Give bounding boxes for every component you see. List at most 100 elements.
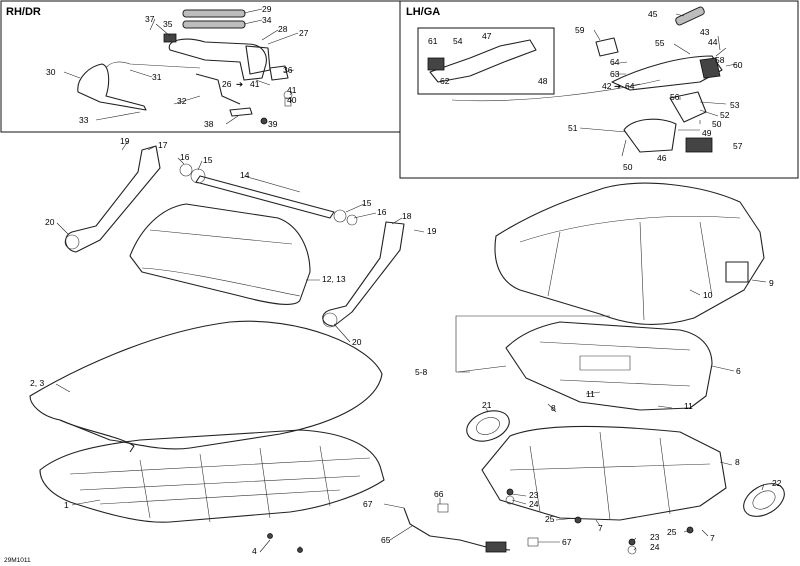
label-66: 66 (434, 489, 444, 499)
label-12-13: 12, 13 (322, 274, 346, 284)
label-55: 55 (655, 38, 665, 48)
part-65-connector (485, 541, 507, 553)
part-9-handle (725, 261, 749, 283)
part-12-backrest (129, 203, 311, 305)
label-25a: 25 (545, 514, 555, 524)
part-39-nut (260, 117, 268, 125)
label-29: 29 (262, 4, 272, 14)
label-36: 36 (283, 65, 293, 75)
part-31-cable (105, 61, 201, 69)
label-23b: 23 (529, 490, 539, 500)
label-49: 49 (702, 128, 712, 138)
part-36-bracket (269, 65, 289, 81)
label-16a: 16 (180, 152, 190, 162)
label-14: 14 (240, 170, 250, 180)
label-64b: 64 (625, 81, 635, 91)
label-67a: 67 (363, 499, 373, 509)
label-18: 18 (402, 211, 412, 221)
part-22-speaker-cone (752, 490, 776, 510)
part-23-nut (506, 488, 514, 496)
label-7a: 7 (598, 523, 603, 533)
label-38: 38 (204, 119, 214, 129)
label-60: 60 (733, 60, 743, 70)
label-64: 64 (610, 57, 620, 67)
part-40-bolt (284, 97, 292, 107)
label-63: 63 (610, 69, 620, 79)
label-41b: 41 (287, 85, 297, 95)
part-21-speaker-cone (476, 417, 500, 435)
label-50b: 50 (623, 162, 633, 172)
part-6-frame (505, 321, 713, 411)
part-34-tube (182, 20, 246, 29)
label-50a: 50 (712, 119, 722, 129)
part-9-rear-seat (494, 182, 765, 325)
part-12-seams (141, 229, 301, 297)
label-15b: 15 (362, 198, 372, 208)
part-1-seat-base (39, 429, 385, 523)
part-47-handle (429, 39, 537, 83)
label-6: 6 (736, 366, 741, 376)
label-32: 32 (177, 96, 187, 106)
label-41a: 41 (250, 79, 260, 89)
label-7b: 7 (710, 533, 715, 543)
label-43: 43 (700, 27, 710, 37)
part-32-rod (195, 73, 241, 105)
part-61-block (427, 57, 445, 71)
label-35: 35 (163, 19, 173, 29)
group-5-8-bracket (455, 315, 610, 373)
label-57: 57 (733, 141, 743, 151)
part-2-cover-flap (59, 419, 135, 453)
label-16b: 16 (377, 207, 387, 217)
part-17-hole (64, 234, 80, 250)
part-18-bracket (322, 221, 405, 327)
arrow-42: ➔ (614, 81, 622, 91)
part-6-frame-detail (539, 341, 691, 387)
label-4: 4 (252, 546, 257, 556)
part-18-hole (322, 312, 338, 328)
part-66-clip (437, 503, 449, 513)
part-16-bushing (179, 163, 193, 177)
label-62: 62 (440, 76, 450, 86)
main-parts (29, 145, 785, 555)
part-base-tray-detail (509, 431, 711, 521)
part-23b-nut (628, 538, 636, 546)
label-15a: 15 (203, 155, 213, 165)
part-35-clip (163, 33, 177, 43)
label-48: 48 (538, 76, 548, 86)
part-30-handle (77, 63, 147, 111)
label-59: 59 (575, 25, 585, 35)
label-47: 47 (482, 31, 492, 41)
part-58-switch (699, 57, 721, 79)
label-54: 54 (453, 36, 463, 46)
drawing-code: 29M1011 (4, 557, 31, 564)
label-51: 51 (568, 123, 578, 133)
rh-section-title: RH/DR (6, 6, 41, 18)
label-67b: 67 (562, 537, 572, 547)
label-25b: 25 (667, 527, 677, 537)
label-9: 9 (769, 278, 774, 288)
lh-section-title: LH/GA (406, 6, 440, 18)
label-40: 40 (287, 95, 297, 105)
label-31: 31 (152, 72, 162, 82)
part-1-base-ribs (69, 445, 371, 523)
rh-parts (77, 9, 293, 125)
label-42: 42 (602, 81, 612, 91)
leader-lines (55, 8, 767, 553)
label-27: 27 (299, 28, 309, 38)
label-26: 26 (222, 79, 232, 89)
label-19a: 19 (120, 136, 130, 146)
label-11a: 11 (586, 389, 595, 399)
label-46: 46 (657, 153, 667, 163)
label-37: 37 (145, 14, 155, 24)
label-52: 52 (720, 110, 730, 120)
part-9-seams (519, 215, 741, 321)
label-58: 58 (715, 55, 725, 65)
label-10: 10 (703, 290, 713, 300)
part-lh-cable (451, 79, 661, 102)
label-8a: 8 (551, 403, 556, 413)
label-2-3: 2, 3 (30, 378, 44, 388)
label-1: 1 (64, 500, 69, 510)
lh-inset-box (399, 0, 799, 179)
